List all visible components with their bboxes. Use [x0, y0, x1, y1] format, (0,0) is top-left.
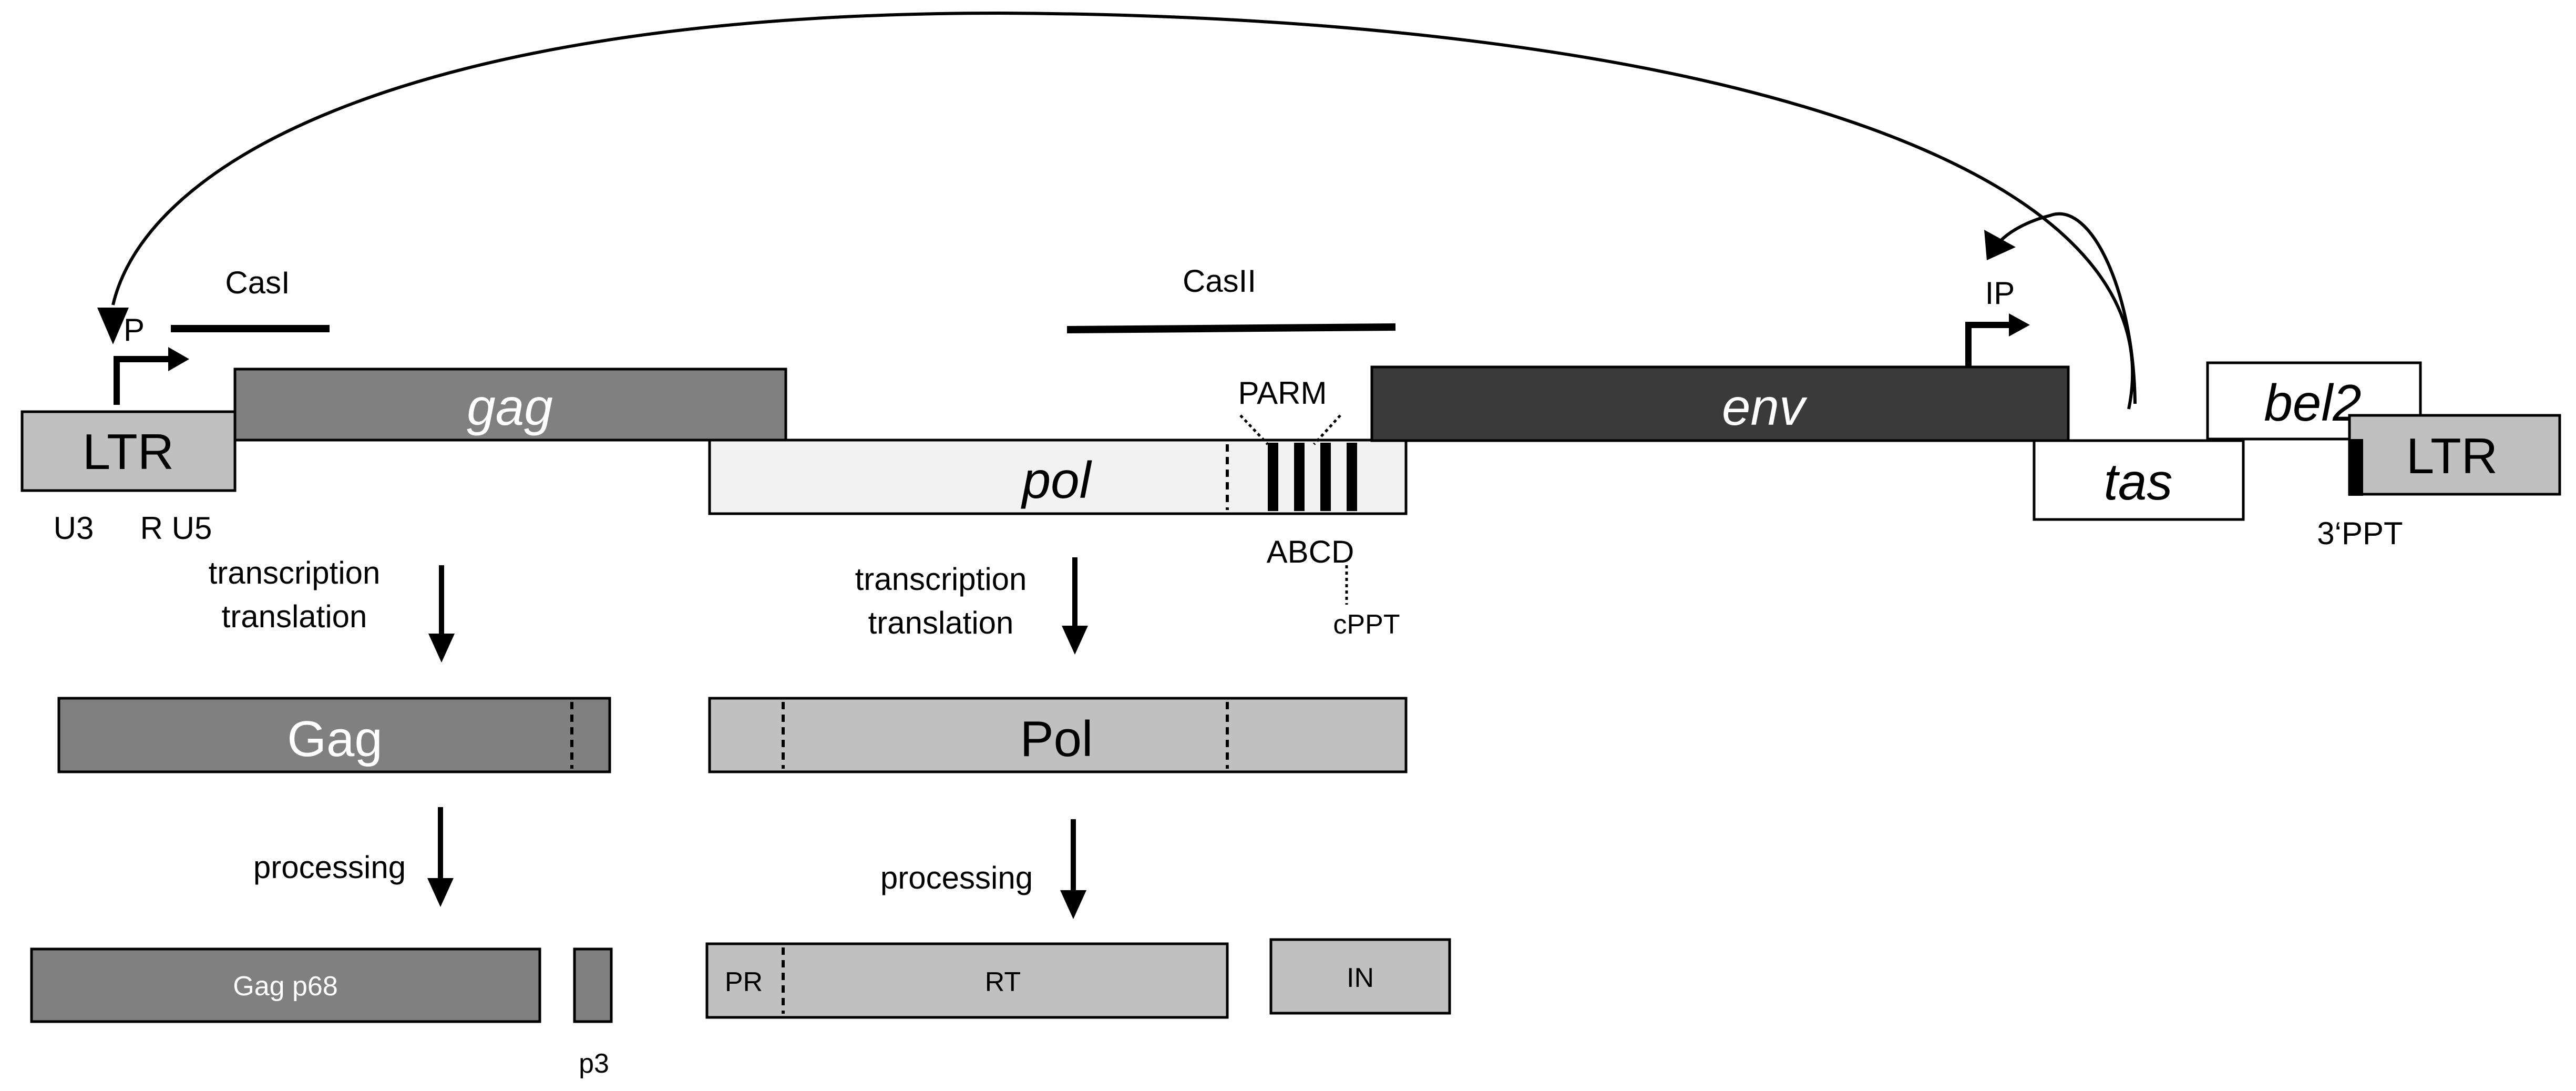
p3-box: [573, 947, 613, 1023]
cas2-bar: [1066, 323, 1396, 333]
ltr-5-label: LTR: [83, 424, 174, 480]
gag-processing-label: processing: [253, 850, 406, 885]
parm-dotted-right: [1313, 414, 1341, 445]
tas-ip-arc: [1996, 212, 2137, 404]
parm-bar-a: [1268, 443, 1278, 511]
pol-transcription-label: transcription: [855, 562, 1027, 597]
cas1-label: CasI: [225, 265, 290, 300]
env-gene-label: env: [1722, 378, 1808, 436]
gag-translation-label: translation: [222, 599, 367, 634]
gag-protein-label: Gag: [287, 711, 382, 767]
gag-gene-label: gag: [467, 378, 553, 436]
cppt-label: cPPT: [1333, 609, 1400, 640]
tas-transactivation-arc: [111, 11, 2134, 410]
parm-dotted-left: [1239, 414, 1269, 445]
arc-arrowhead-ip: [1984, 230, 2016, 260]
parm-bar-b: [1294, 443, 1305, 511]
pol-expression-arrowhead: [1062, 626, 1088, 655]
gag-p68-label: Gag p68: [233, 971, 338, 1002]
env-gene-box: [1370, 365, 2070, 442]
parm-bar-c: [1320, 443, 1331, 511]
pol-protein-box: [708, 697, 1408, 773]
cas2-label: CasII: [1183, 263, 1256, 299]
p3-label: p3: [579, 1048, 609, 1079]
ltr-u3-label: U3: [54, 511, 94, 546]
gag-transcription-label: transcription: [209, 555, 381, 590]
promoter-arrow: [114, 356, 173, 405]
promoter-label: P: [124, 312, 145, 348]
ppt3-mark: [2348, 439, 2363, 496]
gag-processing-arrowhead: [427, 878, 454, 907]
pr-label: PR: [725, 967, 763, 997]
parm-bar-d: [1347, 443, 1357, 511]
abcd-label: ABCD: [1267, 534, 1354, 569]
tas-gene-label: tas: [2104, 453, 2173, 511]
in-box: [1269, 938, 1451, 1015]
ip-label: IP: [1985, 276, 2015, 311]
ltr-r-u5-label: R U5: [140, 511, 212, 546]
bel2-gene-label: bel2: [2264, 374, 2361, 432]
parm-label: PARM: [1238, 375, 1327, 411]
ppt3-label: 3‘PPT: [2317, 516, 2403, 551]
pol-gene-label: pol: [1021, 451, 1092, 509]
ltr-5-box: [20, 410, 237, 492]
rt-label: RT: [985, 967, 1021, 997]
ltr-3-label: LTR: [2406, 428, 2498, 484]
pol-translation-label: translation: [868, 605, 1014, 640]
promoter-arrowhead: [168, 347, 189, 371]
gag-p68-box: [30, 947, 541, 1023]
in-label: IN: [1347, 963, 1374, 993]
gag-expression-arrowhead: [428, 634, 455, 662]
gag-protein-box: [57, 697, 611, 773]
pr-rt-box: [705, 942, 1229, 1019]
ip-arrow: [1965, 322, 2013, 367]
tas-gene-box: [2033, 439, 2245, 521]
pol-protein-label: Pol: [1020, 711, 1093, 767]
pol-processing-arrowhead: [1060, 890, 1086, 919]
ltr-3-box: [2348, 414, 2561, 496]
ip-arrowhead: [2009, 313, 2030, 337]
pol-gene-box: [708, 439, 1408, 515]
arc-arrowhead-ltr: [97, 308, 129, 344]
pol-processing-label: processing: [880, 860, 1033, 895]
gag-gene-box: [233, 368, 787, 442]
